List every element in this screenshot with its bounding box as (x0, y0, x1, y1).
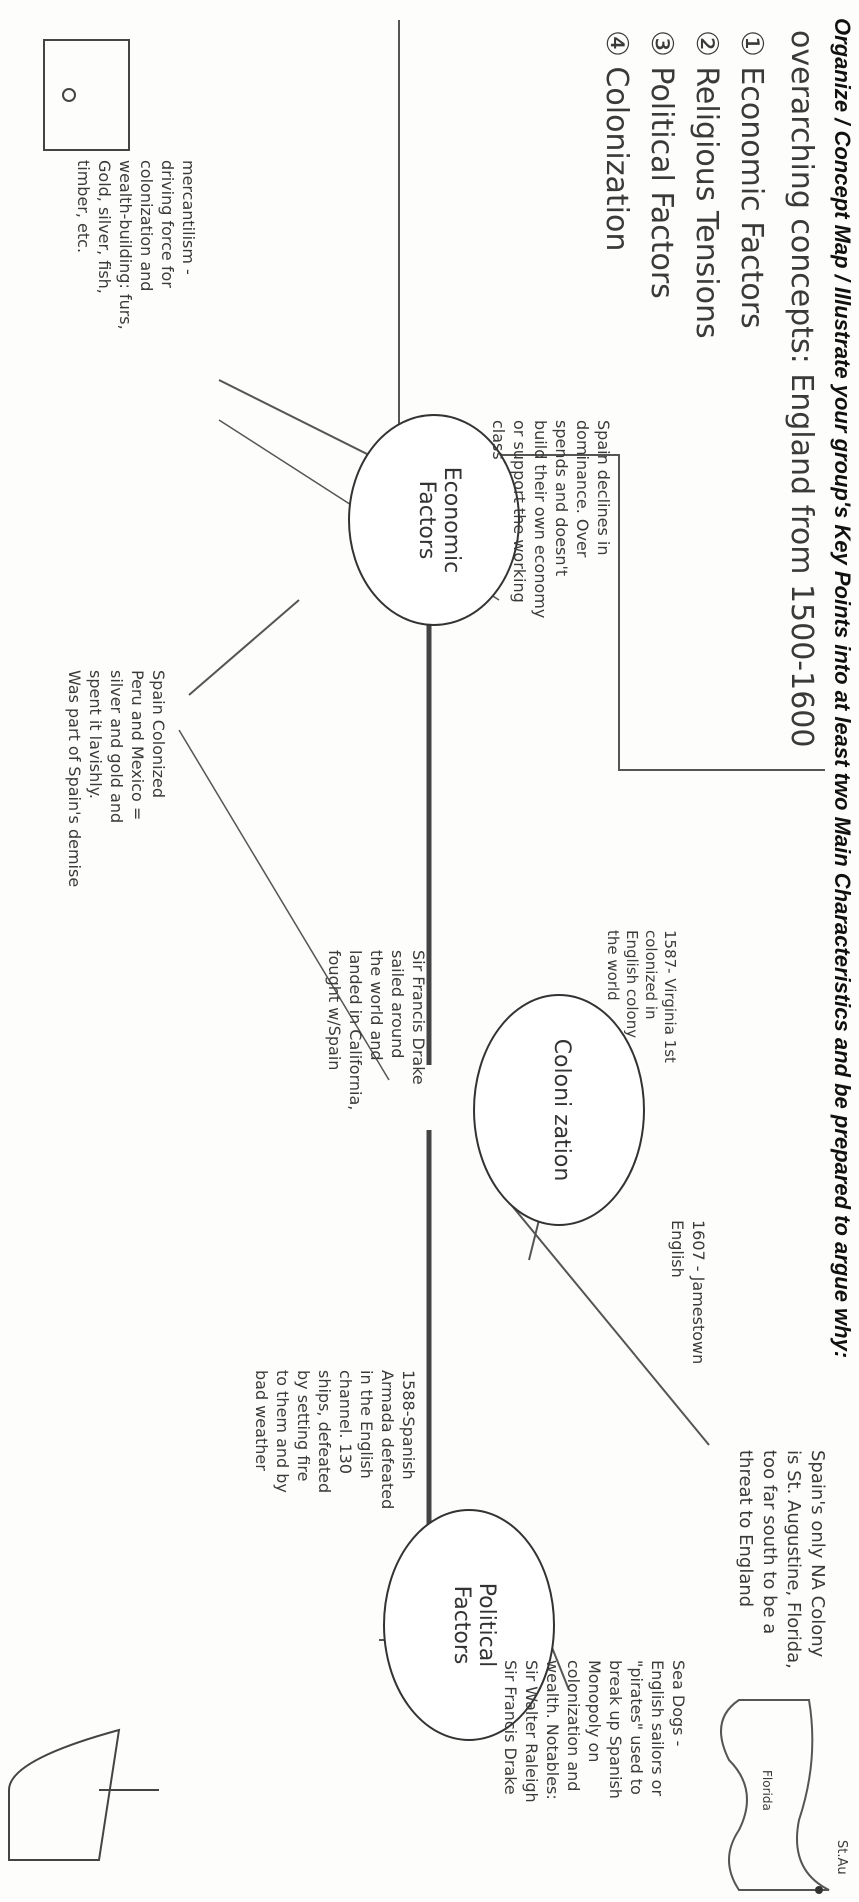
st-augustine-dot (815, 1886, 823, 1894)
treasure-chest-drawing (43, 39, 130, 151)
chest-lock-drawing (62, 88, 76, 102)
concept-item-3: ③ Political Factors (644, 30, 679, 299)
note-st-augustine: Spain's only NA Colony is St. Augustine,… (735, 1450, 828, 1669)
node-colonization-label: Coloni zation (549, 1038, 574, 1182)
note-mercantilism: mercantilism - driving force for coloniz… (74, 160, 198, 330)
note-spain-declines: Spain declines in dominance. Over spends… (489, 420, 613, 619)
concept-item-2: ② Religious Tensions (689, 30, 724, 339)
concept-item-4: ④ Colonization (599, 30, 634, 252)
note-spain-colonized: Spain Colonized Peru and Mexico = silver… (65, 670, 168, 888)
node-economic-ellipse (348, 414, 520, 626)
note-virginia: 1587- Virginia 1st colonized in English … (604, 930, 679, 1063)
florida-label: Florida (760, 1770, 774, 1811)
arrow-spain-colonized-2 (178, 729, 390, 1081)
florida-map-drawing (720, 1699, 830, 1891)
node-political-ellipse (383, 1509, 555, 1741)
st-augustine-label: St.Au (834, 1840, 849, 1875)
concept-item-1: ① Economic Factors (734, 30, 769, 329)
arrow-st-augustine (498, 1189, 710, 1446)
node-political-label: Political Factors (449, 1582, 499, 1668)
note-drake: Sir Francis Drake sailed around the worl… (325, 950, 428, 1111)
arrow-spain-colonized (188, 599, 300, 696)
concept-box-title: overarching concepts: England from 1500-… (784, 30, 819, 748)
ship-drawing (8, 1728, 121, 1861)
node-economic-label: Economic Factors (414, 466, 464, 574)
note-jamestown: 1607 - Jamestown English (668, 1220, 708, 1365)
concept-box-outline (398, 20, 825, 771)
note-armada: 1588-Spanish Armada defeated in the Engl… (252, 1370, 418, 1510)
node-colonization-ellipse (473, 994, 645, 1226)
note-sea-dogs: Sea Dogs - English sailors or "pirates" … (501, 1660, 688, 1803)
